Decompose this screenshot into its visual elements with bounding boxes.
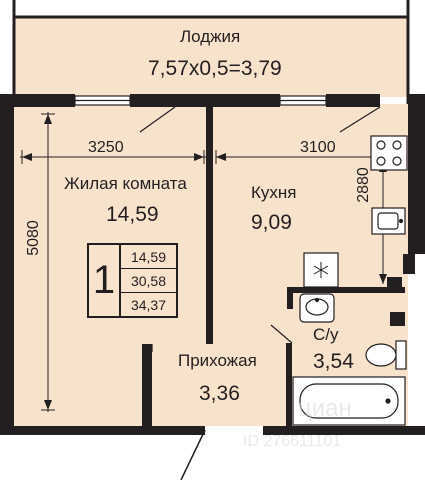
entrance-door-icon bbox=[180, 429, 206, 480]
balcony-door bbox=[139, 106, 381, 133]
kitchen-name: Кухня bbox=[251, 183, 297, 202]
washbasin-icon bbox=[299, 293, 335, 323]
loggia-wall bbox=[12, 0, 410, 104]
interior-doors bbox=[151, 324, 293, 352]
watermark-brand: циан bbox=[298, 395, 352, 422]
stove-icon bbox=[370, 135, 408, 171]
area-summary-table: 1 14,59 30,58 34,37 bbox=[87, 243, 178, 318]
usable-area-value: 30,58 bbox=[121, 269, 176, 293]
bathroom-name: С/у bbox=[313, 325, 339, 344]
living-length-dimension: 5080 bbox=[24, 220, 42, 256]
loggia-name: Лоджия bbox=[180, 27, 241, 46]
sink-icon bbox=[371, 207, 406, 235]
kitchen-width-dimension: 3100 bbox=[300, 139, 336, 156]
total-area-value: 34,37 bbox=[130, 297, 167, 313]
hallway-name: Прихожая bbox=[178, 351, 257, 370]
living-room-area: 14,59 bbox=[106, 203, 159, 226]
living-area-value: 14,59 bbox=[121, 245, 176, 269]
watermark-id: ID 276611101 bbox=[243, 433, 342, 450]
living-width-dimension: 3250 bbox=[88, 139, 124, 156]
loggia-area-formula: 7,57х0,5=3,79 bbox=[148, 57, 282, 80]
bathroom-area: 3,54 bbox=[313, 350, 354, 373]
living-room-name: Жилая комната bbox=[64, 174, 187, 193]
bathtub-icon bbox=[292, 376, 406, 426]
hallway-area: 3,36 bbox=[199, 382, 240, 405]
room-count: 1 bbox=[92, 258, 116, 302]
window-icon bbox=[74, 95, 327, 106]
walls bbox=[0, 94, 425, 435]
fridge-icon bbox=[303, 252, 339, 288]
kitchen-length-dimension: 2880 bbox=[354, 167, 372, 203]
kitchen-area: 9,09 bbox=[251, 211, 292, 234]
loggia-floor bbox=[14, 17, 408, 97]
toilet-icon bbox=[365, 340, 407, 370]
